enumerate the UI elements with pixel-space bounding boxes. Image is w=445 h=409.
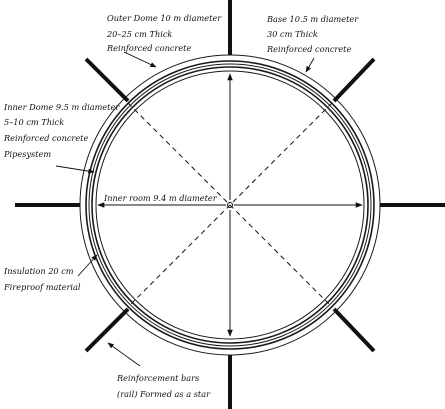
base-leader — [305, 57, 315, 73]
reinforcement-bars — [15, 0, 445, 409]
outer-dome-line-1: Outer Dome 10 m diameter — [107, 13, 222, 23]
reinforcement-label: Reinforcement bars (rail) Formed as a st… — [116, 373, 211, 399]
inner-dome-line-1: Inner Dome 9.5 m diameter — [3, 102, 120, 112]
dimension-arrows — [97, 73, 363, 337]
base-ring — [79, 54, 381, 356]
leader-arrows — [55, 51, 315, 367]
base-line-1: Base 10.5 m diameter — [266, 14, 359, 24]
insulation-ring — [88, 63, 372, 347]
reinforcement-line-2: (rail) Formed as a star — [117, 389, 211, 399]
outer-dome-ring — [85, 60, 375, 350]
inner-dome-line-4: Pipesystem — [3, 149, 51, 159]
insulation-line-2: Fireproof material — [3, 282, 81, 292]
inner-dome-ring — [91, 66, 369, 344]
center-point — [227, 202, 233, 208]
insulation-label: Insulation 20 cm Fireproof material — [3, 266, 81, 292]
outer-dome-line-3: Reinforced concrete — [106, 43, 191, 53]
inner-room-line-1: Inner room 9.4 m diameter — [103, 193, 218, 203]
inner-dome-label: Inner Dome 9.5 m diameter 5–10 cm Thick … — [3, 102, 122, 159]
diagonal-ne-sw — [127, 102, 333, 308]
inner-room-ring — [95, 70, 365, 340]
insulation-line-1: Insulation 20 cm — [3, 266, 74, 276]
reinforcement-leader — [107, 342, 141, 367]
base-line-3: Reinforced concrete — [266, 44, 351, 54]
bar-northwest — [84, 57, 130, 103]
dome-rings — [79, 54, 381, 356]
outer-dome-leader — [123, 51, 157, 68]
dashed-diagonals — [127, 102, 333, 308]
base-line-2: 30 cm Thick — [267, 29, 318, 39]
outer-dome-line-2: 20–25 cm Thick — [106, 29, 172, 39]
bar-southeast — [332, 307, 376, 353]
reinforcement-line-1: Reinforcement bars — [116, 373, 199, 383]
bar-northeast — [332, 57, 376, 103]
base-label: Base 10.5 m diameter 30 cm Thick Reinfor… — [266, 14, 361, 54]
inner-room-label: Inner room 9.4 m diameter — [103, 193, 218, 203]
outer-dome-label: Outer Dome 10 m diameter 20–25 cm Thick … — [106, 13, 224, 53]
inner-dome-line-3: Reinforced concrete — [3, 133, 88, 143]
bar-southwest — [84, 307, 130, 353]
inner-dome-line-2: 5–10 cm Thick — [4, 117, 64, 127]
insulation-leader — [77, 254, 98, 277]
inner-dome-leader — [55, 165, 95, 174]
